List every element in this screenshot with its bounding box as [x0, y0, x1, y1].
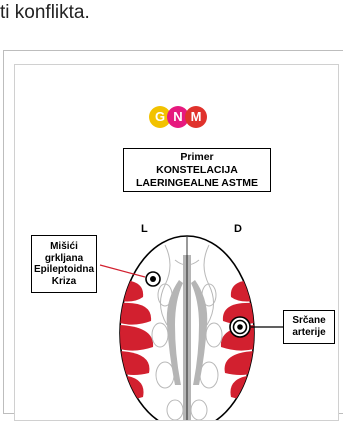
- left-label-line-3: Epileptoidna: [32, 264, 96, 276]
- left-target-icon: [146, 272, 160, 286]
- right-target-icon: [230, 317, 250, 337]
- right-label-line-2: arterije: [284, 327, 334, 339]
- left-label-line-4: Kriza: [32, 276, 96, 288]
- right-label-box: Srčane arterije: [283, 310, 335, 344]
- caption-text: ti konflikta.: [0, 2, 200, 24]
- right-label-line-1: Srčane: [284, 315, 334, 327]
- diagram-panel: G N M Primer KONSTELACIJA LAERINGEALNE A…: [14, 64, 339, 421]
- figure-frame: G N M Primer KONSTELACIJA LAERINGEALNE A…: [3, 50, 343, 414]
- left-label-line-2: grkljana: [32, 253, 96, 265]
- left-label-line-1: Mišići: [32, 241, 96, 253]
- left-label-box: Mišići grkljana Epileptoidna Kriza: [31, 235, 97, 293]
